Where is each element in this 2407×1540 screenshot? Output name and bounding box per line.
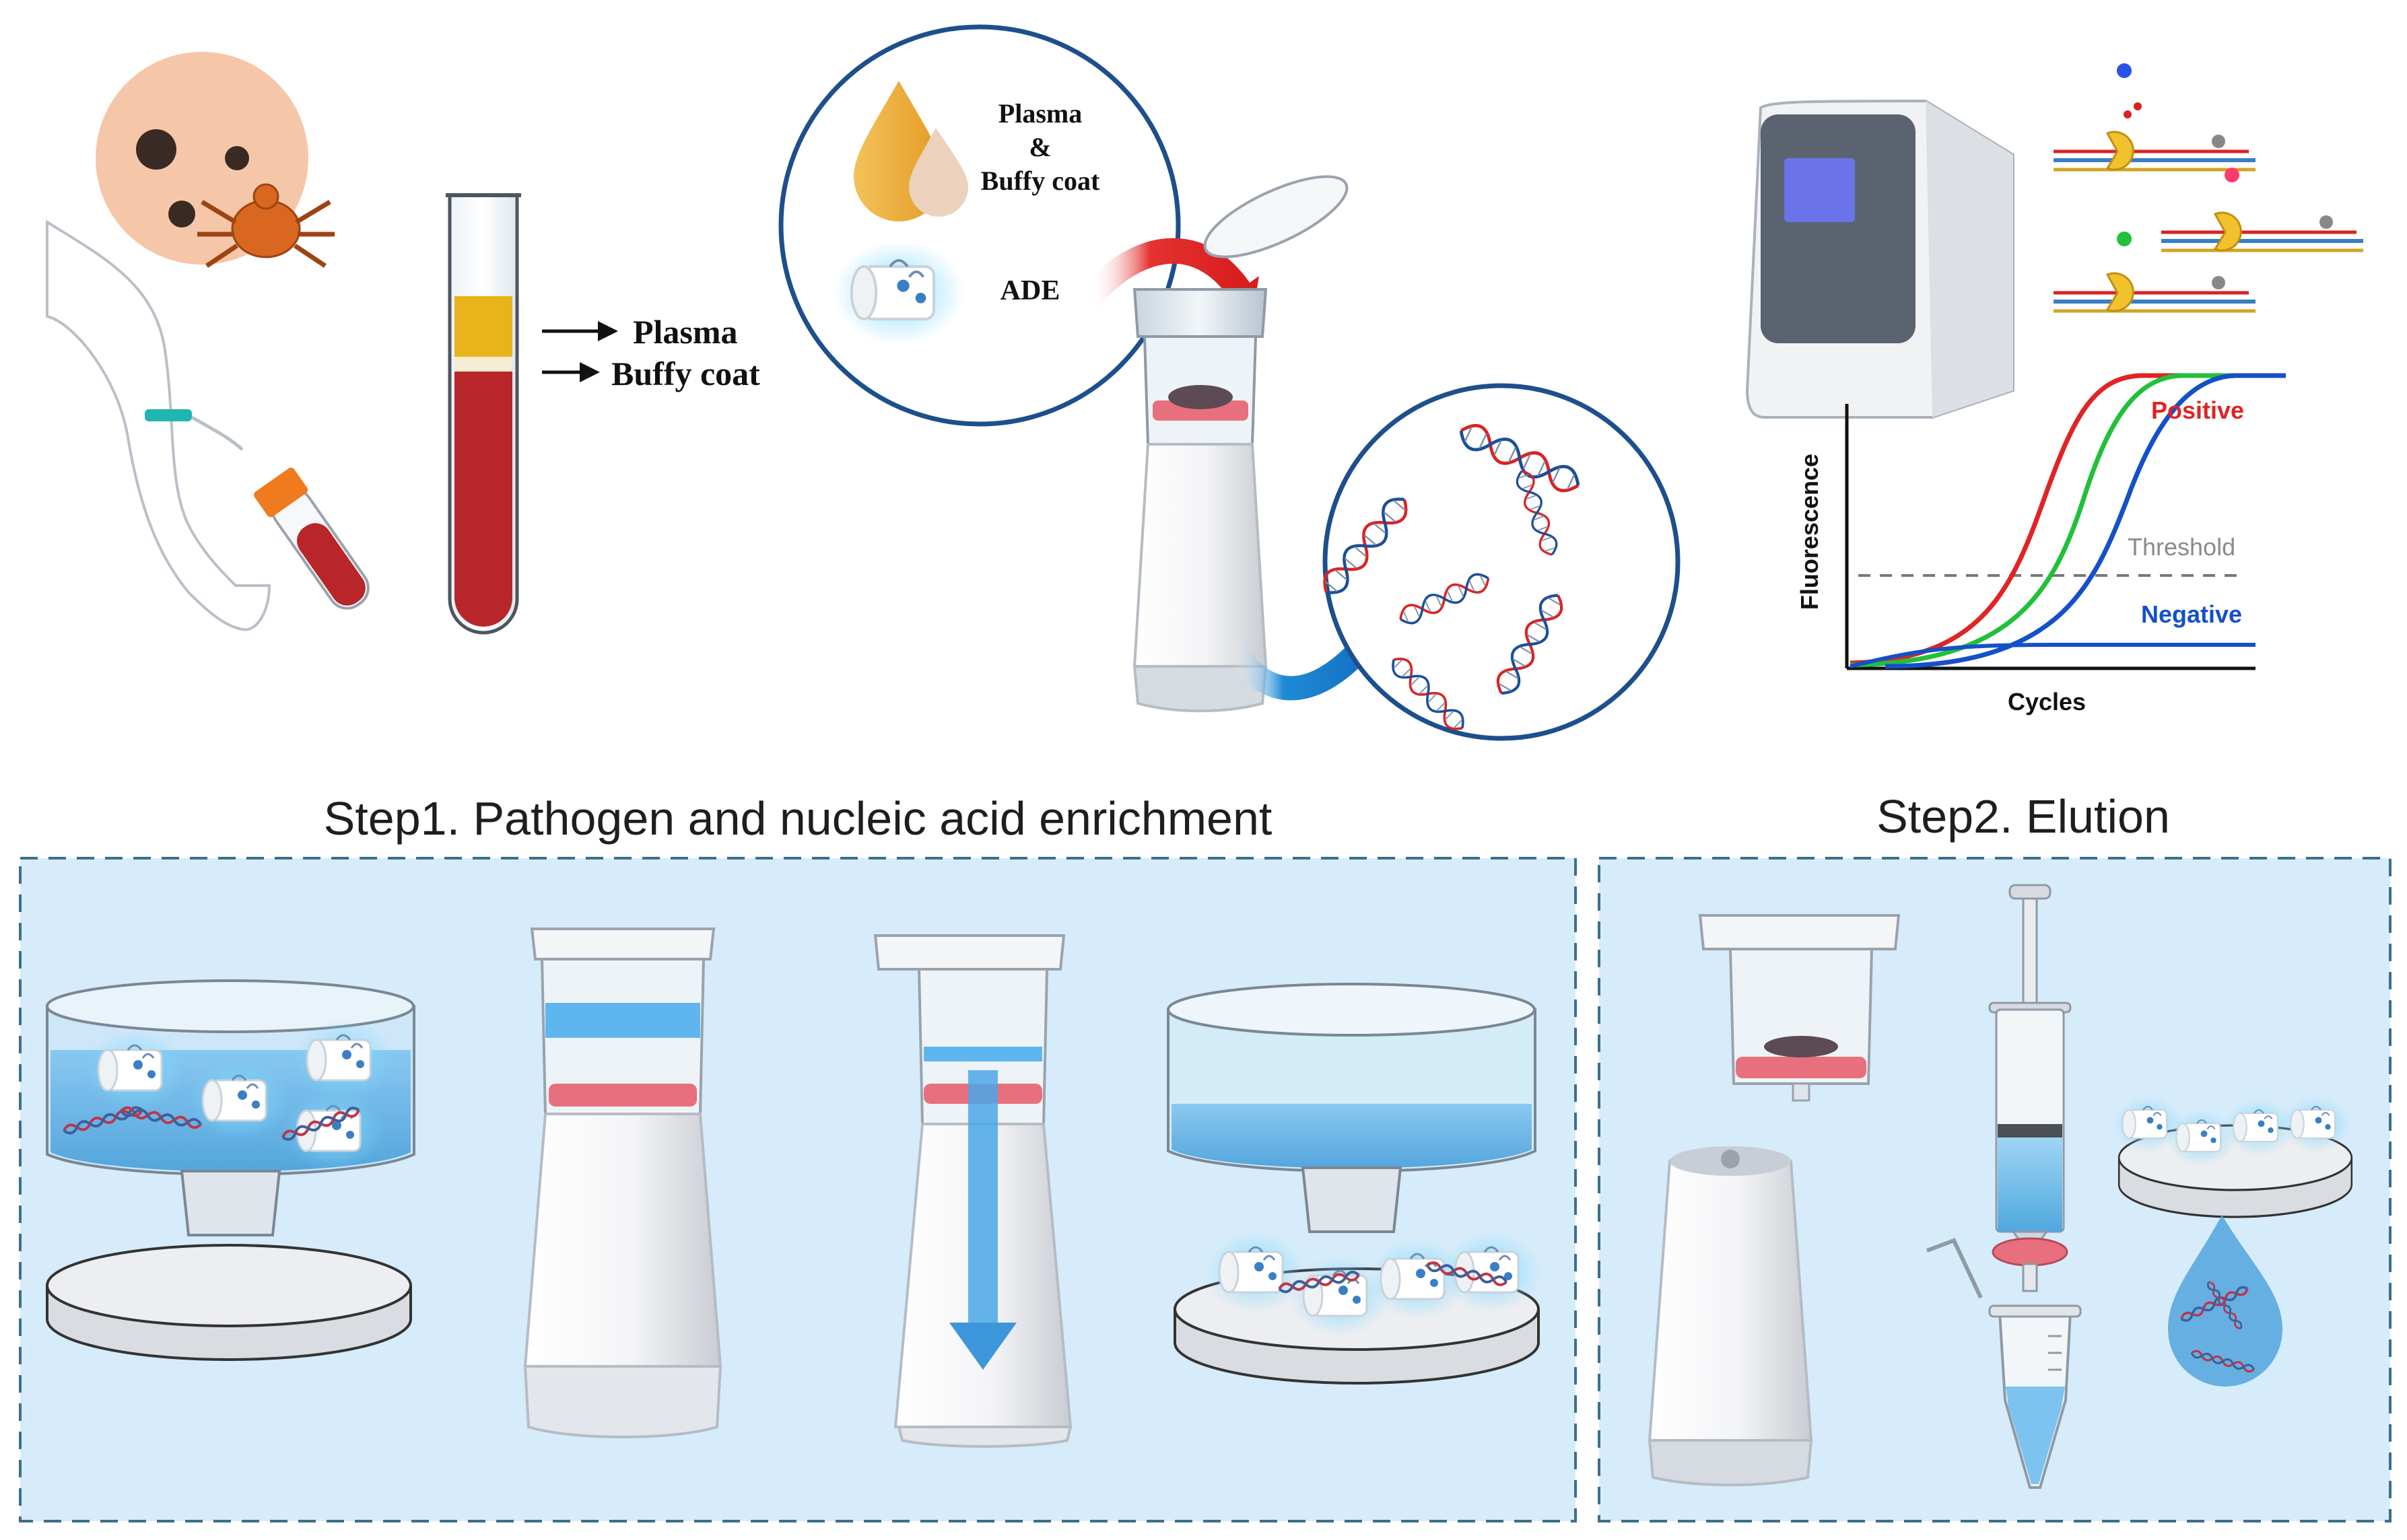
instrument-screen	[1784, 158, 1855, 222]
plasma-pointer: Plasma	[542, 313, 738, 351]
funnel-with-beads	[46, 979, 415, 1236]
ade-label: ADE	[1001, 275, 1060, 306]
negative-curve	[1850, 643, 2256, 668]
negative-high-curve	[1885, 373, 2286, 669]
y-axis-label: Fluorescence	[1796, 454, 1823, 610]
device-blue-band	[523, 928, 722, 1438]
step1-panel	[19, 857, 1577, 1523]
tick-icon	[197, 183, 335, 268]
dna-inset	[1318, 383, 1681, 741]
perforated-disc	[46, 1244, 412, 1361]
blood-vial-icon	[254, 467, 370, 610]
flow-down-arrow-head	[949, 1323, 1017, 1370]
negative-label: Negative	[2141, 600, 2242, 628]
device-bottom-body	[1648, 1146, 1813, 1487]
step2-title: Step2. Elution	[1876, 790, 2170, 843]
buffy-coat-label: Buffy coat	[611, 355, 760, 392]
reagent-inset: Plasma & Buffy coat ADE	[778, 24, 1181, 427]
microcentrifuge-tube-icon	[1926, 1238, 2082, 1489]
patient-illustration	[46, 52, 370, 631]
plasma-label: Plasma	[633, 313, 738, 351]
funnel-captured-beads	[1167, 983, 1536, 1233]
x-axis-label: Cycles	[2008, 688, 2086, 715]
threshold-label: Threshold	[2128, 533, 2235, 561]
inset-plasma-text: Plasma	[998, 98, 1082, 129]
syringe-icon	[1988, 884, 2072, 1292]
flow-down-arrow-shaft	[968, 1070, 998, 1326]
blood-tube	[446, 193, 521, 635]
eluate-drop-icon	[2168, 1215, 2282, 1387]
tourniquet	[145, 409, 192, 421]
blue-curved-arrow	[1220, 634, 1372, 701]
step2-panel	[1598, 857, 2392, 1523]
inset-buffy-text: Buffy coat	[981, 166, 1100, 196]
red-curved-arrow	[1078, 238, 1252, 309]
buffy-coat-pointer: Buffy coat	[542, 355, 760, 392]
probe-schematics	[2054, 63, 2363, 313]
amplification-plot: Positive Threshold Negative Cycles Fluor…	[1796, 373, 2286, 715]
skin-lesion-icon	[136, 129, 249, 228]
positive-curve	[1850, 373, 2286, 666]
device-flow-arrow	[873, 934, 1073, 1448]
eluted-beads-on-disc	[2111, 1094, 2353, 1218]
ade-bead-icon	[832, 239, 966, 347]
inset-amp-text: &	[1029, 132, 1051, 162]
device-top-cap	[1698, 914, 1901, 1102]
plasma-drop-icon	[854, 81, 968, 221]
qpcr-instrument	[1745, 99, 2014, 419]
arm-outline	[46, 219, 271, 631]
positive-label: Positive	[2151, 396, 2244, 424]
step1-title: Step1. Pathogen and nucleic acid enrichm…	[324, 792, 1273, 845]
enrichment-device	[1132, 175, 1349, 713]
